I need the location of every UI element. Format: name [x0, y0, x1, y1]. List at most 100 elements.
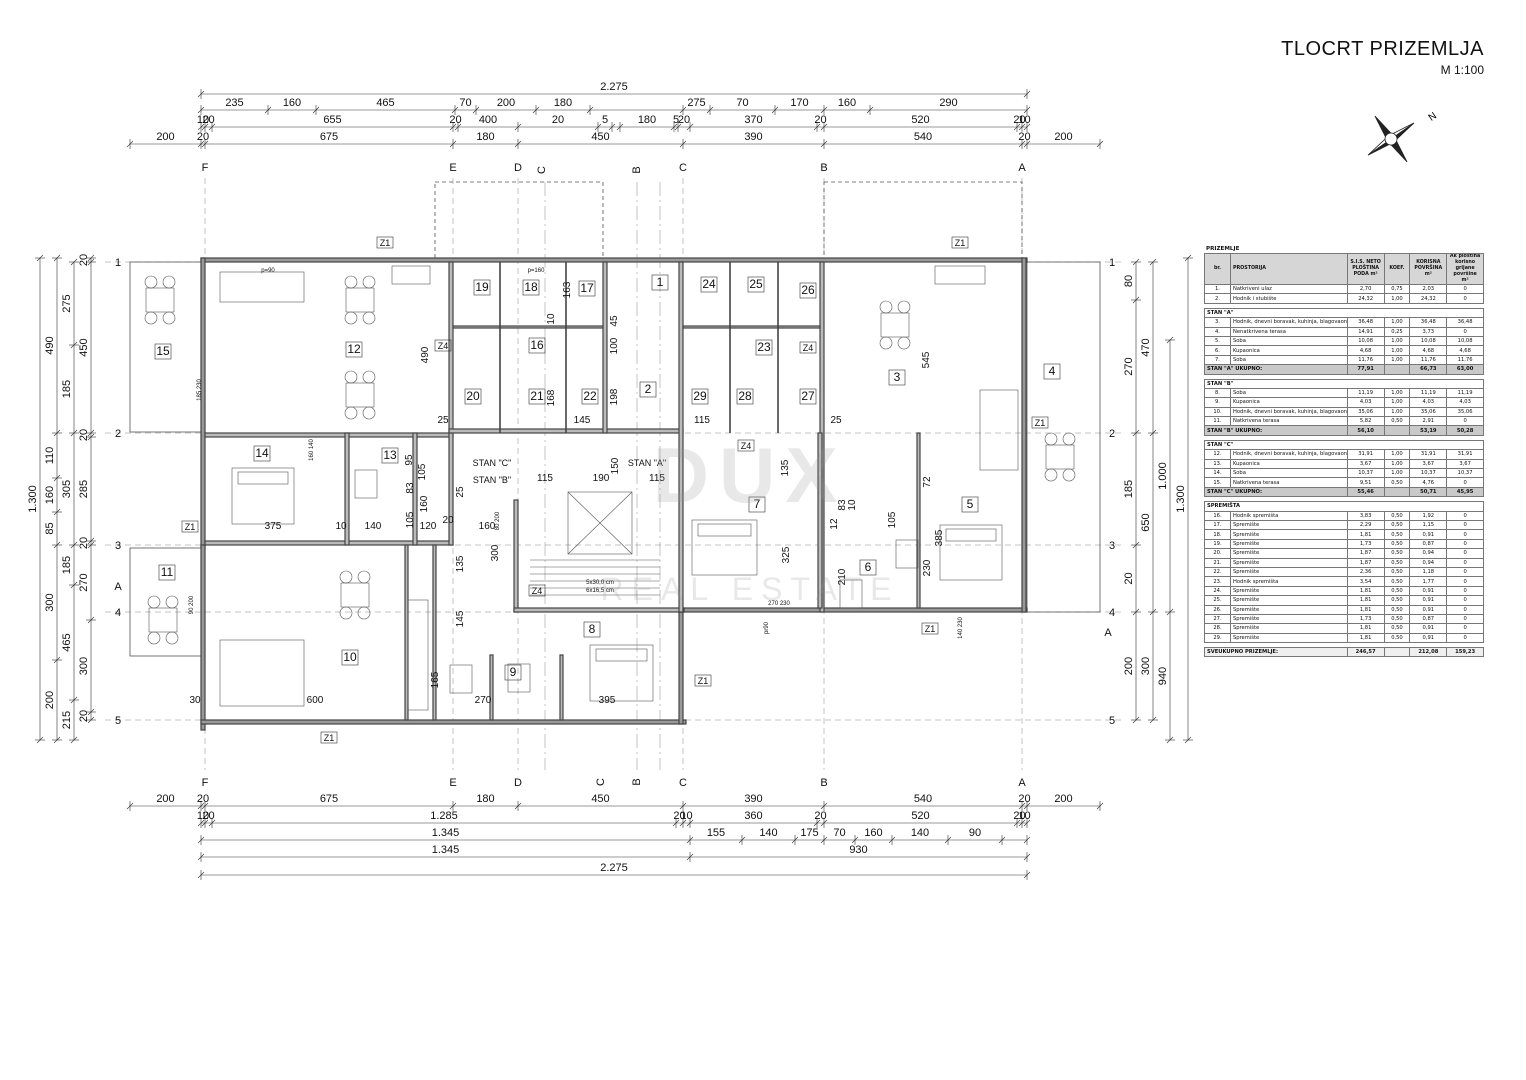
dimension-label: 675	[320, 793, 338, 805]
dimension-label: 270	[78, 573, 90, 591]
legend-cell: 4,76	[1409, 477, 1448, 488]
grid-label-top: E	[449, 162, 456, 174]
opening-annotation: 185 230	[197, 379, 203, 401]
legend-cell: Spremište	[1229, 557, 1348, 568]
legend-cell: 11,19	[1346, 387, 1385, 399]
legend-cell: 0,75	[1383, 283, 1411, 295]
interior-dimension: 115	[537, 473, 553, 484]
dimension-label: 160	[864, 827, 882, 839]
room-number-box	[464, 388, 482, 405]
dimension-label: 200	[1123, 657, 1135, 675]
legend-cell: 23.	[1204, 576, 1231, 587]
legend-cell: 0,50	[1383, 585, 1411, 597]
legend-cell: 0	[1446, 326, 1484, 337]
legend-cell: Natkrivena terasa	[1229, 477, 1348, 488]
dimension-label: 10	[1018, 810, 1030, 822]
legend-cell: 56,10	[1346, 425, 1385, 436]
grid-label-left: 2	[115, 428, 121, 440]
room-number: 2	[645, 382, 652, 396]
terrace-4-outline	[1026, 261, 1101, 613]
grid-label-left: 3	[115, 540, 121, 552]
canopy-outline	[434, 181, 604, 263]
legend-cell: 36,48	[1346, 317, 1385, 328]
chair-icon	[1062, 468, 1076, 482]
legend-cell: 0,91	[1409, 585, 1448, 597]
chair-icon	[357, 606, 371, 620]
room-number-box	[961, 496, 979, 513]
dimension-label: 20	[197, 793, 209, 805]
chair-icon	[897, 336, 911, 350]
building-walls	[200, 257, 1028, 731]
legend-cell: 66,73	[1409, 364, 1448, 375]
section-label: B	[631, 778, 643, 785]
legend-cell: 1,00	[1383, 387, 1411, 399]
grid-label-left: 4	[115, 607, 121, 619]
legend-cell: 63,00	[1446, 364, 1484, 375]
wall-type-tag	[181, 520, 199, 533]
legend-cell: 11,19	[1409, 387, 1448, 399]
grid-label-right: 2	[1109, 428, 1115, 440]
interior-dimension: 145	[455, 610, 466, 627]
chair-icon	[1044, 432, 1058, 446]
legend-cell: 1.	[1204, 283, 1231, 295]
room-number-box	[504, 664, 522, 681]
legend-cell: 50,71	[1409, 486, 1448, 498]
grid-label-top: B	[820, 162, 827, 174]
wall-type-tag	[320, 731, 338, 744]
room-number-box	[253, 445, 271, 462]
legend-cell: 11,76	[1409, 354, 1448, 366]
room-number: 19	[475, 280, 489, 294]
interior-dimension: 105	[887, 511, 898, 528]
dimension-label: 1.000	[1157, 462, 1169, 490]
chair-icon	[362, 406, 376, 420]
room-number: 6	[865, 560, 872, 574]
interior-wall	[916, 432, 921, 609]
interior-dimension: 83	[405, 482, 416, 494]
chair-icon	[147, 631, 161, 645]
room-number-box	[154, 343, 172, 360]
legend-cell: 0,91	[1409, 604, 1448, 615]
legend-group: SPREMIŠTA	[1204, 501, 1484, 512]
legend-cell: 2,91	[1409, 416, 1448, 427]
legend-cell: Soba	[1229, 354, 1348, 366]
legend-cell: Nenatkrivena terasa	[1229, 326, 1348, 337]
interior-dimension: 198	[609, 388, 620, 405]
plan-title: TLOCRT PRIZEMLJA	[1281, 38, 1484, 60]
interior-dimension: 25	[437, 415, 449, 426]
legend-cell: 0	[1446, 613, 1484, 625]
dimension-label: 185	[1123, 480, 1135, 498]
dimension-label: 490	[44, 336, 56, 354]
legend-cell: 1,00	[1383, 468, 1411, 479]
dimension-label: 20	[552, 114, 564, 126]
legend-cell: Soba	[1229, 335, 1348, 347]
legend-cell: STAN "A" UKUPNO:	[1204, 364, 1348, 375]
legend-cell: 212,08	[1409, 647, 1448, 658]
legend-cell: 1,00	[1383, 335, 1411, 347]
legend-row: 3.Hodnik, dnevni boravak, kuhinja, blago…	[1204, 317, 1484, 328]
dimension-label: 270	[1123, 357, 1135, 375]
wall-step-vertical	[678, 611, 684, 725]
interior-dimension: 375	[265, 521, 282, 532]
dimension-label: 20	[1123, 572, 1135, 584]
legend-cell: 0,50	[1383, 566, 1411, 578]
dimension-label: 20	[673, 810, 685, 822]
dimension-label: 1.300	[27, 485, 39, 513]
legend-cell: 246,57	[1346, 647, 1385, 658]
interior-dimension: 12	[829, 518, 840, 530]
legend-cell: 1,73	[1346, 613, 1385, 625]
grid-label-bottom: B	[820, 777, 827, 789]
dimension-label: 400	[479, 114, 497, 126]
dimension-label: 185	[61, 380, 73, 398]
chair-icon	[162, 275, 176, 289]
interior-wall	[602, 261, 608, 434]
legend-cell: 0	[1446, 477, 1484, 488]
legend-cell: 4,03	[1346, 397, 1385, 408]
room-number-box	[528, 388, 546, 405]
room-number-box	[528, 337, 546, 354]
legend-cell: 0	[1446, 538, 1484, 550]
